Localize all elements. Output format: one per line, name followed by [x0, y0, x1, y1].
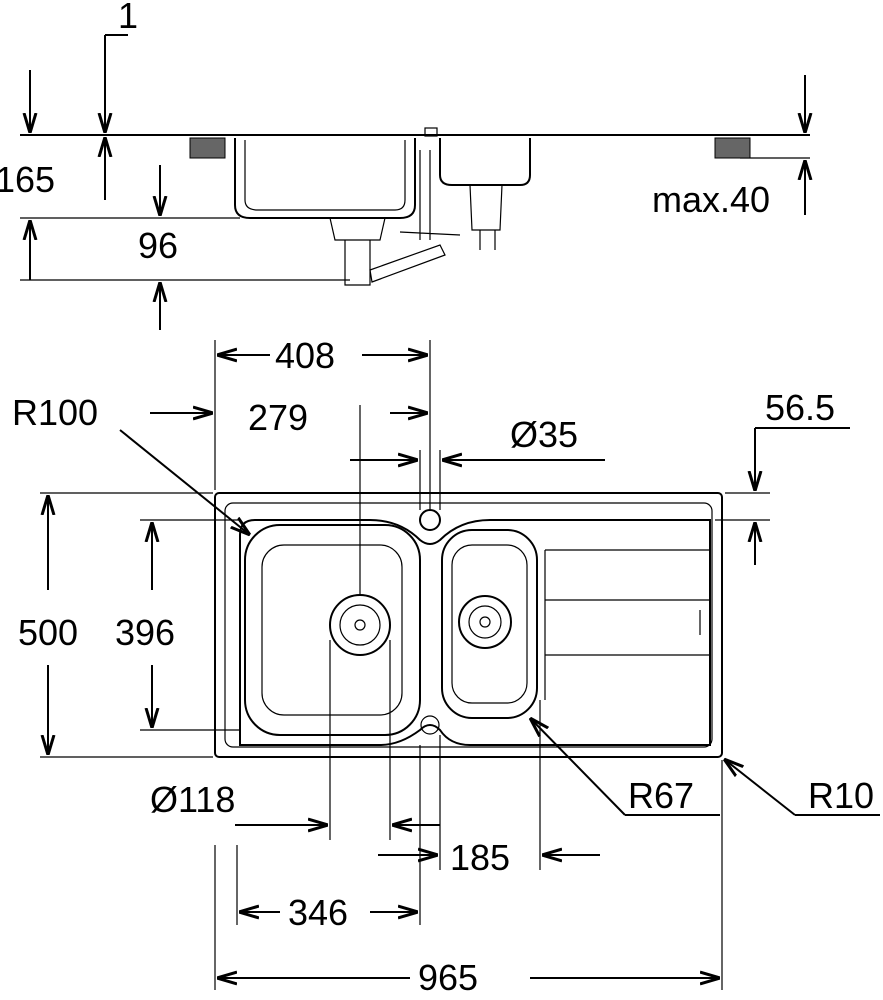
radius-small-label: R67	[628, 775, 694, 816]
thickness-label: 1	[118, 0, 138, 36]
side-view: 1 165 96 max.40	[0, 0, 810, 330]
sink-outline	[214, 492, 723, 758]
overflow	[420, 715, 440, 735]
plan-view: 408 279 Ø35 56.5 R100 500 396 Ø118	[12, 335, 880, 998]
radius-corner-label: R10	[808, 775, 874, 816]
small-bowl-profile	[439, 138, 531, 186]
depth-label: 500	[18, 612, 78, 653]
tap-hole	[419, 509, 441, 531]
small-bowl-label: 185	[450, 837, 510, 878]
drain-large	[329, 594, 391, 656]
worktop-clip-left	[189, 137, 226, 159]
height-label: 165	[0, 159, 55, 200]
drain-small	[458, 595, 512, 649]
small-bowl	[441, 529, 538, 719]
offset-label: 56.5	[765, 387, 835, 428]
drain-label: Ø118	[150, 779, 235, 820]
worktop-clip-right	[714, 137, 751, 159]
bowl-depth-label: 396	[115, 612, 175, 653]
max-worktop-label: max.40	[652, 179, 770, 220]
radius-bowl-label: R100	[12, 392, 98, 433]
large-bowl-label: 346	[288, 892, 348, 933]
dist-279-label: 279	[248, 397, 308, 438]
large-bowl	[244, 524, 421, 736]
tap-hole-label: Ø35	[510, 414, 578, 455]
dist-408-label: 408	[275, 335, 335, 376]
large-bowl-profile	[234, 138, 416, 219]
bowl-depth-side-label: 96	[138, 225, 178, 266]
width-label: 965	[418, 957, 478, 998]
